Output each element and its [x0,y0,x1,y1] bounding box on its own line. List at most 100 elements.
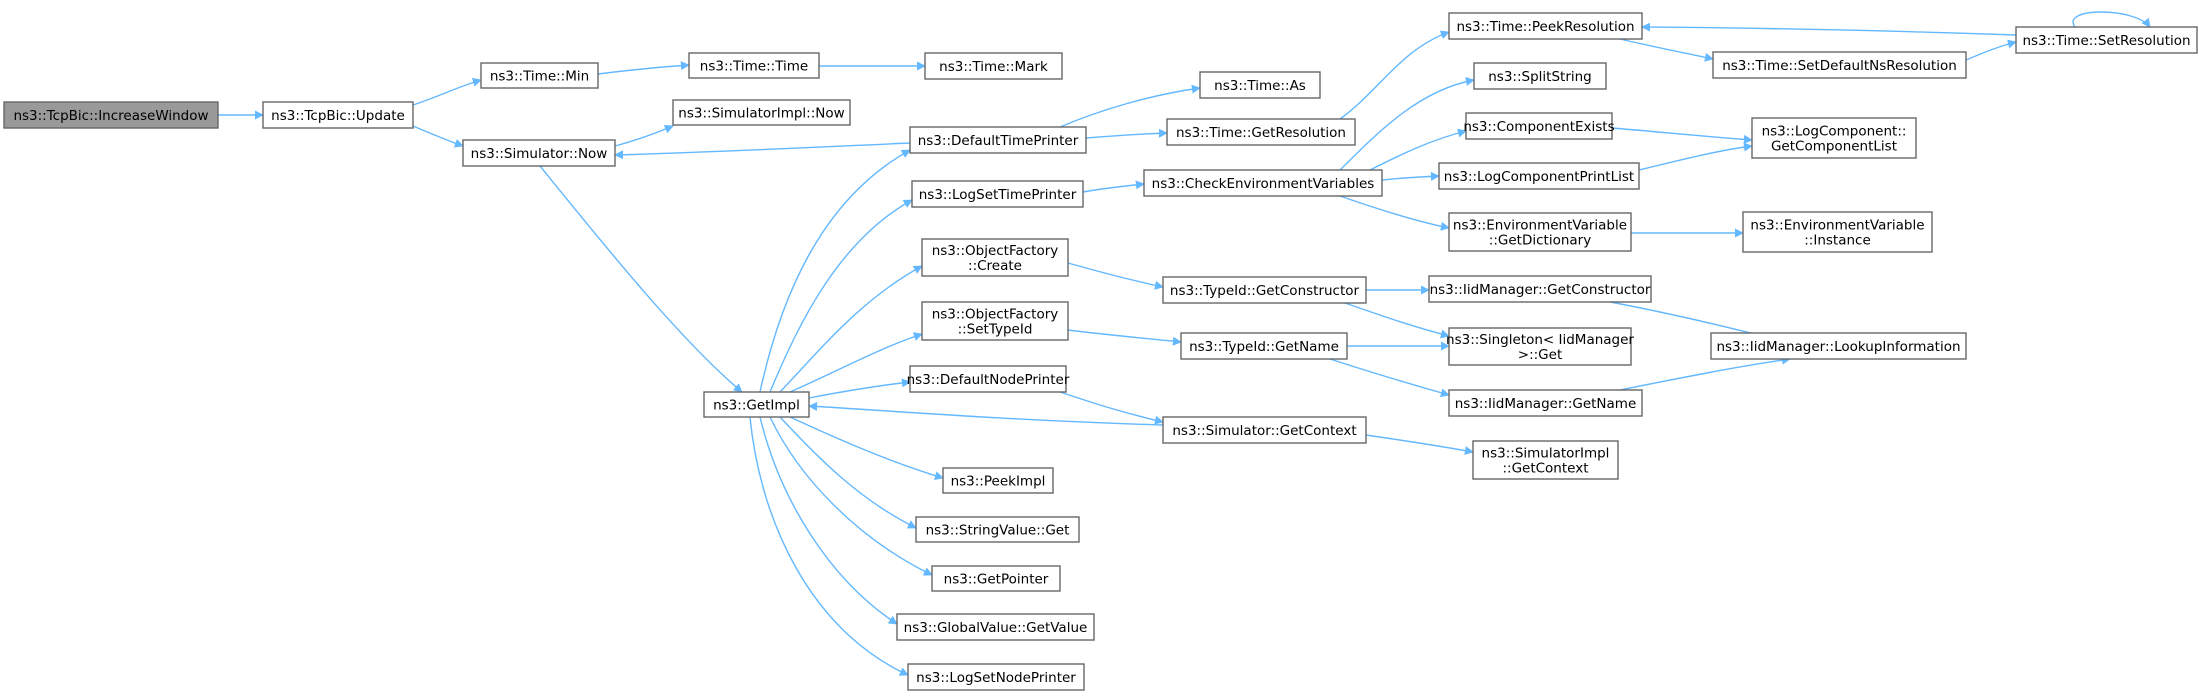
function-node[interactable]: ns3::SimulatorImpl::GetContext [1472,440,1619,480]
edge-n8-to-n5 [614,142,911,160]
edge-n7-to-n11 [789,332,923,393]
function-node-label: ns3::Time::PeekResolution [1456,19,1634,35]
function-node[interactable]: ns3::LogComponent::GetComponentList [1751,117,1917,159]
function-node-label: ns3::LogSetTimePrinter [919,187,1077,203]
function-node[interactable]: ns3::Time::SetResolution [2015,26,2198,54]
edge-n12-to-n23 [1059,391,1164,425]
function-node[interactable]: ns3::Time::SetDefaultNsResolution [1712,51,1967,79]
function-node-box [911,180,1084,208]
function-node[interactable]: ns3::DefaultTimePrinter [909,126,1087,154]
function-node-label: ns3::IidManager::GetConstructor [1430,282,1651,298]
function-node[interactable]: ns3::TypeId::GetName [1180,332,1348,360]
function-node[interactable]: ns3::LogComponentPrintList [1438,162,1640,190]
edge-n7-to-n10 [779,265,923,393]
function-node-box [672,99,851,126]
edge-n7-to-n16 [759,416,898,625]
edge-n7-to-n8 [759,149,911,393]
function-node-label: ns3::DefaultTimePrinter [918,133,1079,149]
function-node[interactable]: ns3::SimulatorImpl::Now [672,99,851,126]
function-node[interactable]: ns3::ObjectFactory::SetTypeId [921,301,1069,341]
edge-n23-to-n7 [808,401,1164,426]
function-node-box [480,62,599,89]
edge-n20-to-n27 [1381,171,1440,181]
edge-n5-to-n7 [539,165,743,393]
function-node-box [924,52,1063,80]
function-node-label: ns3::DefaultNodePrinter [907,372,1070,388]
edge-n21-to-n30 [1344,302,1450,339]
function-node-box [1448,327,1632,366]
function-node[interactable]: ns3::Time::Min [480,62,599,89]
edge-n7-to-n15 [769,416,933,576]
function-node[interactable]: ns3::LogSetTimePrinter [911,180,1084,208]
edge-n1-to-n2 [412,77,482,106]
function-node[interactable]: ns3::DefaultNodePrinter [907,365,1070,393]
function-node[interactable]: ns3::Time::GetResolution [1166,118,1356,146]
root-function-node[interactable]: ns3::TcpBic::IncreaseWindow [3,101,219,129]
function-node[interactable]: ns3::TypeId::GetConstructor [1162,276,1367,304]
function-node[interactable]: ns3::Simulator::Now [462,139,616,167]
function-node-label: ns3::ObjectFactory [932,307,1059,323]
function-node-label: ns3::Singleton< IidManager [1446,332,1634,348]
function-node[interactable]: ns3::GetImpl [703,391,810,418]
function-node-label: ns3::GetImpl [713,398,800,414]
function-node[interactable]: ns3::GlobalValue::GetValue [896,613,1095,641]
function-node-label: ::GetContext [1502,461,1588,477]
function-node-label: ns3::Simulator::Now [471,146,608,162]
edge-n20-to-n28 [1339,195,1450,231]
function-node[interactable]: ns3::PeekImpl [942,467,1054,494]
function-node-label: ::Instance [1804,233,1871,249]
function-node[interactable]: ns3::TcpBic::Update [262,101,414,129]
edge-n7-to-n13 [789,416,944,480]
function-node-label: ns3::Time::Mark [939,59,1048,75]
function-node[interactable]: ns3::CheckEnvironmentVariables [1143,169,1383,197]
function-node-label: ns3::LogSetNodePrinter [916,670,1076,686]
function-node[interactable]: ns3::Time::As [1199,71,1321,99]
function-node[interactable]: ns3::ObjectFactory::Create [921,238,1069,277]
nodes-layer: ns3::TcpBic::IncreaseWindow ns3::TcpBic::… [3,12,2198,691]
function-node[interactable]: ns3::IidManager::LookupInformation [1710,332,1967,360]
function-node[interactable]: ns3::EnvironmentVariable::Instance [1742,211,1933,253]
function-node-label: ns3::Time::Min [490,69,589,85]
edge-n5-to-n6 [614,124,674,147]
function-node-label: ns3::Simulator::GetContext [1172,423,1356,439]
function-node[interactable]: ns3::Time::Time [688,52,820,79]
edge-n1-to-n5 [412,125,464,148]
edge-n7-to-n17 [749,416,909,676]
function-node-box [2015,26,2198,54]
function-node-label: ns3::Time::SetResolution [2022,33,2190,49]
function-node-box [1166,118,1356,146]
function-node[interactable]: ns3::StringValue::Get [915,516,1080,543]
edge-n31-to-n37 [1619,355,1791,391]
function-node[interactable]: ns3::EnvironmentVariable::GetDictionary [1448,212,1632,252]
edge-n33-to-n34 [1965,39,2017,61]
function-node[interactable]: ns3::GetPointer [931,565,1061,592]
function-node[interactable]: ns3::IidManager::GetName [1448,389,1643,417]
edge-n34-to-n34 [2072,11,2151,28]
function-node-label: ns3::Time::GetResolution [1176,125,1346,141]
edge-n7-to-n14 [779,416,917,529]
function-node-label: ns3::IidManager::GetName [1455,396,1637,412]
function-node[interactable]: ns3::Time::Mark [924,52,1063,80]
function-node[interactable]: ns3::Singleton< IidManager >::Get [1446,327,1634,366]
function-node-box [1710,332,1967,360]
function-node-label: ns3::Time::As [1214,78,1306,94]
function-node-box [921,238,1069,277]
edge-n9-to-n20 [1082,180,1145,193]
function-node[interactable]: ns3::LogSetNodePrinter [907,663,1085,691]
function-node[interactable]: ns3::ComponentExists [1463,112,1615,140]
function-node[interactable]: ns3::Simulator::GetContext [1162,416,1367,444]
function-node-label: ns3::GetPointer [944,572,1049,588]
function-node-box [1438,162,1640,190]
function-node[interactable]: ns3::Time::PeekResolution [1448,12,1643,40]
function-node-label: ns3::PeekImpl [951,474,1046,490]
function-node-label: ns3::Time::SetDefaultNsResolution [1722,58,1957,74]
edge-n34-to-n24 [1641,22,2017,36]
function-node[interactable]: ns3::SplitString [1473,62,1607,90]
function-node-box [462,139,616,167]
function-node-box [688,52,820,79]
edges-layer [218,11,2151,676]
function-node[interactable]: ns3::IidManager::GetConstructor [1428,275,1652,303]
function-node-label: ::Create [968,258,1022,274]
function-node-label: ns3::TcpBic::Update [271,108,405,124]
